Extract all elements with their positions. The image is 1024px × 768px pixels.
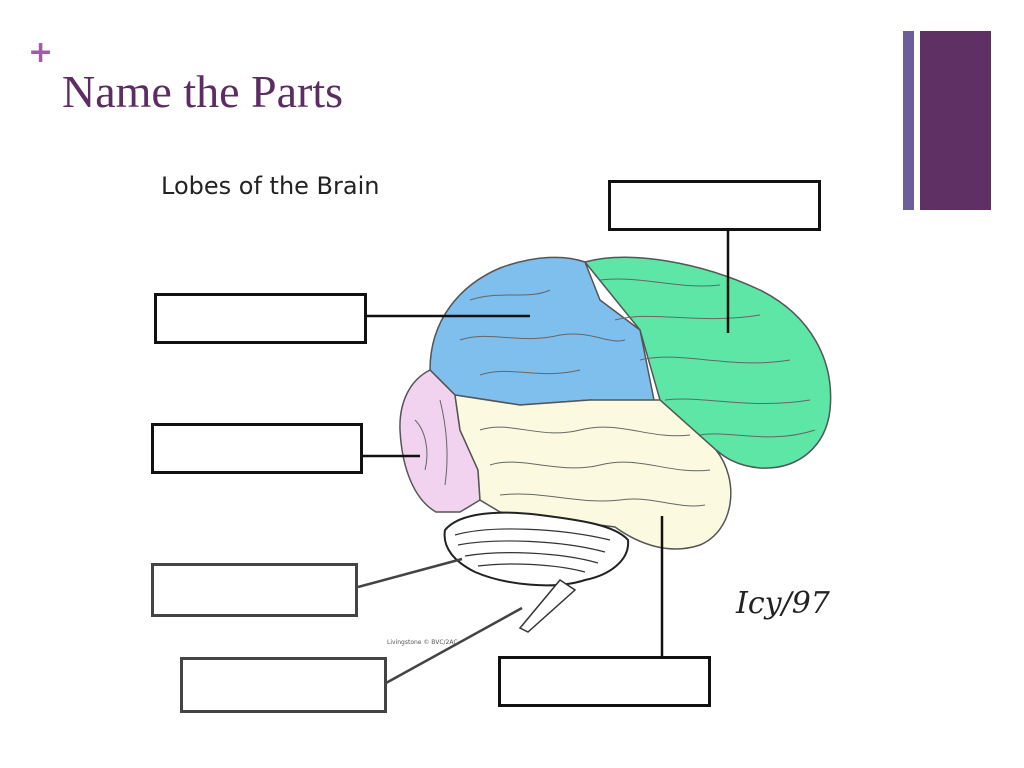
label-box-top-right[interactable] <box>608 180 821 231</box>
image-credit: Livingstone © BVC/2AC <box>387 639 458 646</box>
green-region <box>454 394 732 550</box>
label-box-upper-left[interactable] <box>154 293 367 344</box>
connector-lines <box>358 231 730 656</box>
label-box-bottom-left[interactable] <box>180 657 387 713</box>
pink-region <box>429 256 656 406</box>
connector-bottom-left <box>385 606 523 685</box>
connector-lines-gray <box>357 557 523 685</box>
diagram-title: Lobes of the Brain <box>161 172 380 200</box>
brain-stem <box>518 579 577 633</box>
gyri-lines <box>414 278 816 507</box>
label-box-middle-left[interactable] <box>151 423 363 474</box>
connector-lower-left <box>357 557 463 589</box>
accent-bar-thick <box>920 31 991 210</box>
cerebellum-folds <box>454 528 611 573</box>
cream-region <box>583 256 832 469</box>
cerebellum <box>443 511 630 587</box>
bullet-plus-icon: + <box>28 35 54 70</box>
label-box-bottom-middle[interactable] <box>498 656 711 707</box>
accent-bar-thin <box>903 31 914 210</box>
blue-region <box>399 369 481 513</box>
label-box-lower-left[interactable] <box>151 563 358 617</box>
artist-signature: Icy/97 <box>736 586 830 621</box>
page-title: Name the Parts <box>62 66 344 117</box>
